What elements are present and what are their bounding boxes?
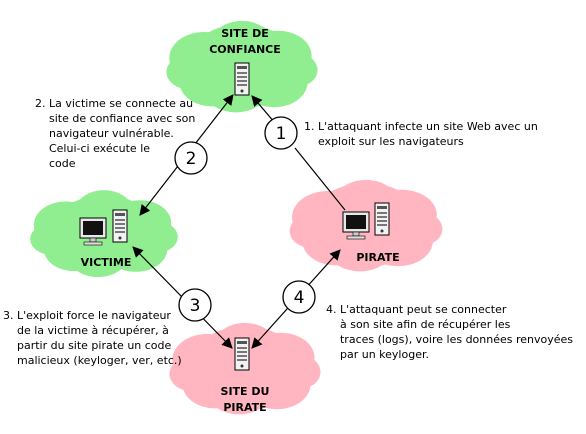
step-4-marker: 4 [282, 280, 316, 314]
svg-text:4: 4 [294, 288, 305, 308]
pirate-site-label-line2: PIRATE [223, 401, 267, 414]
step-3-marker: 3 [178, 288, 212, 322]
trusted-site-server-icon [234, 62, 250, 96]
step-1-text: 1. L'attaquant infecte un site Web avec … [304, 120, 538, 148]
pirate-site-label: SITE DU PIRATE [200, 384, 290, 416]
victim-server-icon [112, 209, 128, 243]
arrow-step-1-from-pirate [294, 147, 346, 211]
trusted-site-label: SITE DE CONFIANCE [195, 26, 295, 58]
pirate-server-icon [374, 202, 390, 236]
step-4-text: 4. L'attaquant peut se connecter à son s… [326, 303, 574, 361]
trusted-site-label-line2: CONFIANCE [209, 43, 281, 56]
svg-text:2: 2 [186, 149, 197, 169]
step-2-marker: 2 [174, 141, 208, 175]
step-3-text: 3. L'exploit force le navigateur de la v… [3, 309, 182, 367]
svg-text:1: 1 [276, 124, 287, 144]
pirate-site-server-icon [234, 337, 250, 371]
svg-text:3: 3 [190, 296, 201, 316]
step-2-text: 2. La victime se connecte au site de con… [35, 97, 196, 170]
trusted-site-label-line1: SITE DE [221, 27, 269, 40]
victim-label: VICTIME [80, 256, 132, 269]
pirate-site-label-line1: SITE DU [220, 385, 270, 398]
pirate-label: PIRATE [356, 251, 400, 264]
step-1-marker: 1 [264, 116, 298, 150]
